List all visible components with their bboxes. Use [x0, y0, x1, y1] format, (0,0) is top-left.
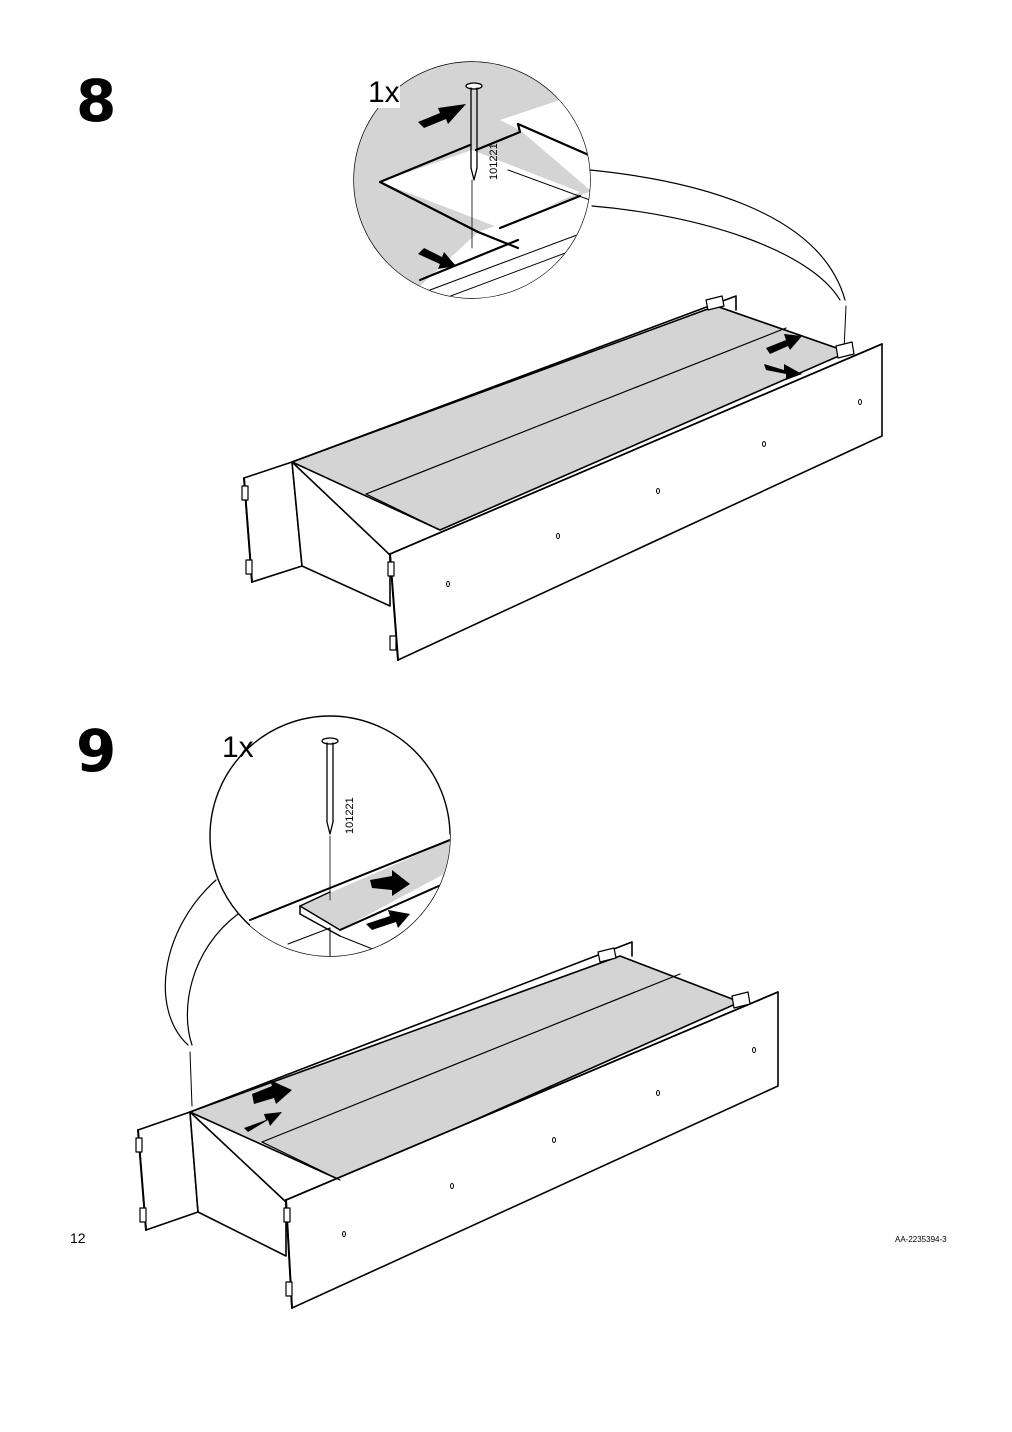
push-arrow-icon [366, 870, 410, 930]
slide-arrow-icon [244, 1080, 292, 1132]
step-8-quantity: 1x [368, 76, 400, 109]
step-9-number: 9 [76, 717, 117, 785]
step-9-part-code: 101221 [344, 797, 356, 834]
nail-icon [465, 82, 483, 181]
document-code: AA-2235394-3 [895, 1235, 947, 1244]
step-9-illustration [135, 715, 779, 1309]
push-arrow-icon [418, 104, 466, 269]
step-8-number: 8 [76, 67, 117, 135]
nail-icon [321, 737, 339, 835]
step-8-illustration [241, 61, 883, 661]
step-8-shelf-unit [241, 295, 883, 661]
step-9-shelf-unit [135, 941, 779, 1309]
step-8-detail-circle [353, 61, 591, 299]
slide-arrow-icon [764, 334, 802, 380]
step-9-quantity: 1x [222, 731, 254, 764]
page-number: 12 [70, 1230, 86, 1246]
step-8-part-code: 101221 [488, 143, 500, 180]
